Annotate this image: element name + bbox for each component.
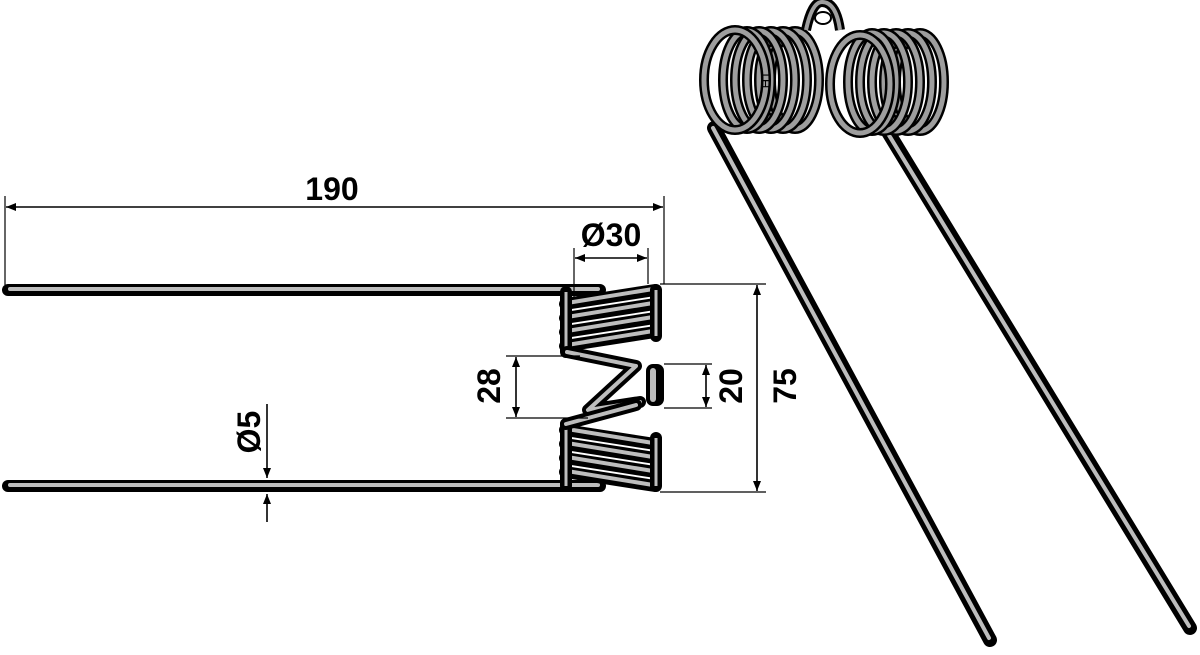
length-label: 190 <box>305 171 358 207</box>
coil-diameter-label: Ø30 <box>581 217 641 253</box>
upper-coil <box>559 284 662 358</box>
tine-arm-right <box>881 125 1197 635</box>
dimension-coil-gap-outer: 28 <box>471 355 588 419</box>
wire-diameter-label: Ø5 <box>231 411 267 454</box>
coil-marking: H1 <box>758 72 773 89</box>
perspective-coil-left: H1 <box>699 25 824 135</box>
dimension-coil-diameter: Ø30 <box>573 217 649 298</box>
coil-gap-outer-label: 28 <box>471 368 507 404</box>
perspective-coil-right <box>825 28 949 138</box>
tine-arm-left <box>707 121 997 647</box>
dimension-total-height: 75 <box>660 283 803 493</box>
side-view: 190 Ø30 Ø5 28 20 <box>2 171 803 522</box>
top-tine <box>2 284 606 296</box>
dimension-length: 190 <box>4 171 665 285</box>
dimension-wire-diameter: Ø5 <box>231 404 271 522</box>
lower-coil <box>559 418 662 492</box>
total-height-label: 75 <box>767 368 803 404</box>
dimension-coil-gap-inner: 20 <box>664 363 749 409</box>
coil-gap-inner-label: 20 <box>713 368 749 404</box>
perspective-view: H1 <box>699 0 1197 647</box>
connecting-loop <box>560 346 664 430</box>
bottom-tine <box>2 480 606 492</box>
eyelet <box>801 0 845 32</box>
